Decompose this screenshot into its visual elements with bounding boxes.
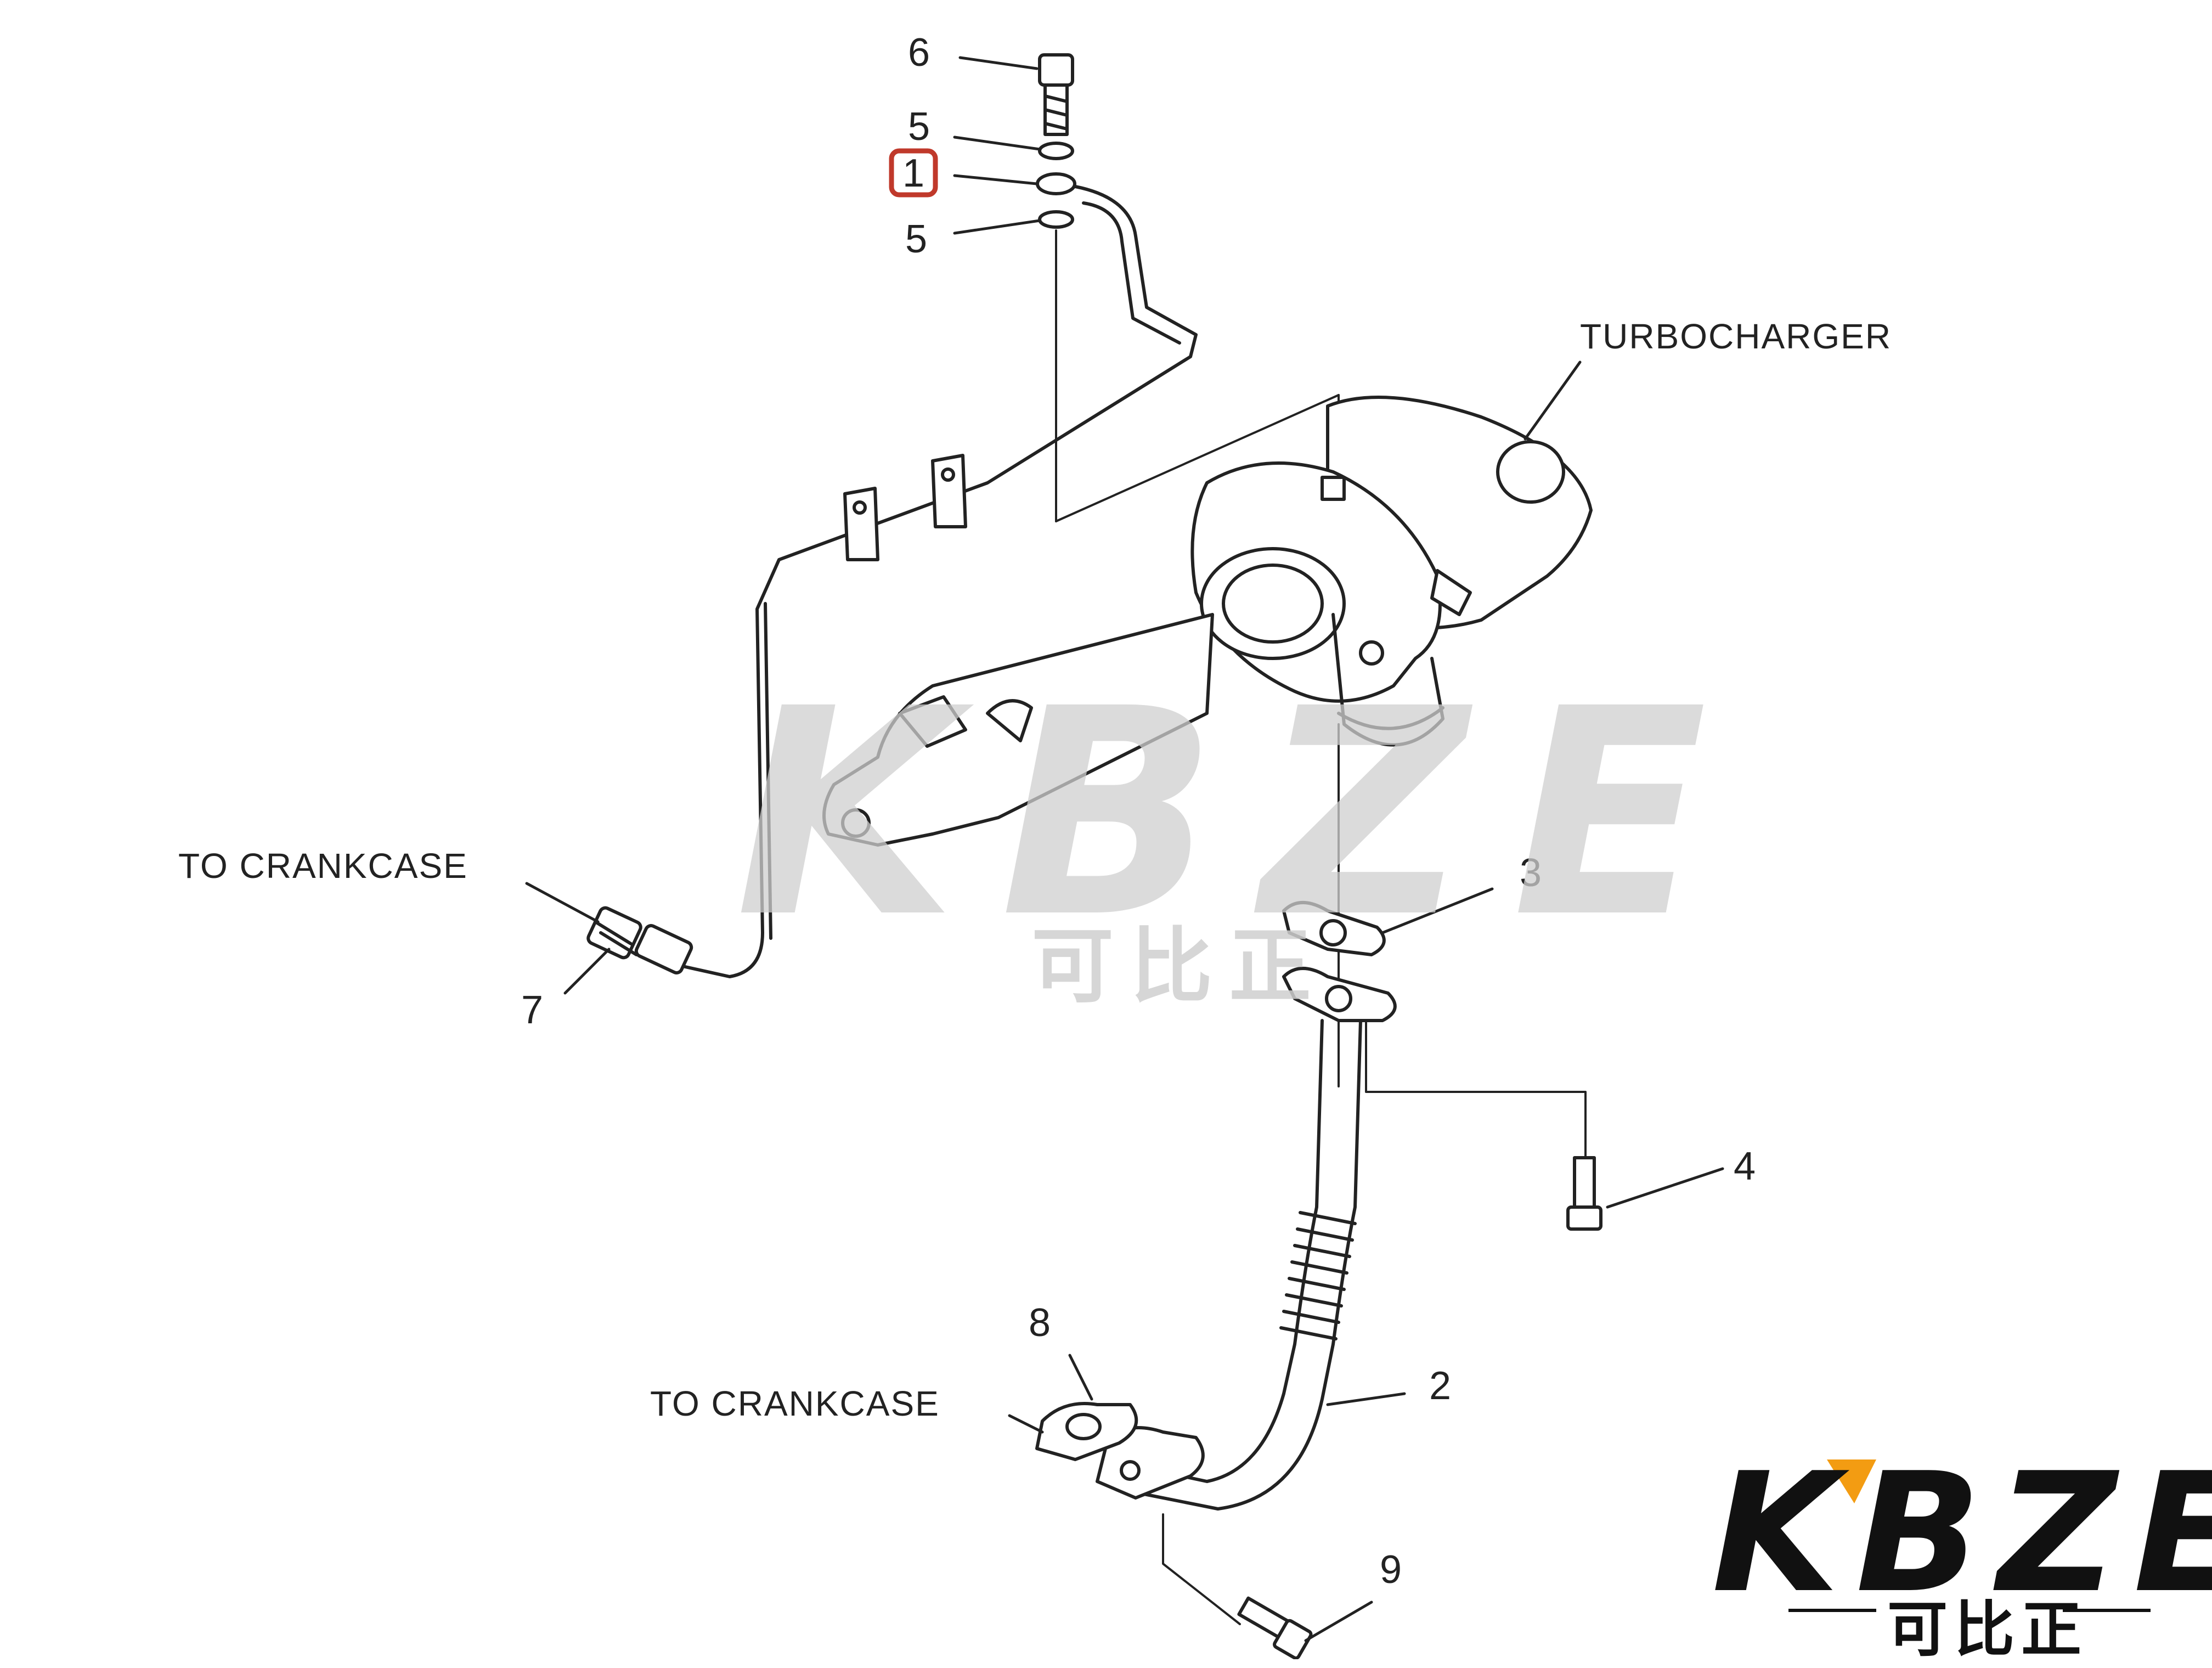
highlight-box-callout-1: [889, 148, 938, 198]
watermark-brand: KBZE: [735, 647, 1751, 980]
gasket-8: [1035, 1402, 1138, 1461]
callout-7: 7: [521, 988, 543, 1032]
logo-rule-right: [2063, 1609, 2151, 1612]
oil-drain-pipe-2: [1096, 1019, 1362, 1511]
bolt-4: [1566, 1156, 1602, 1231]
turbocharger-label: TURBOCHARGER: [1580, 317, 1892, 356]
washer-5-upper: [1038, 142, 1074, 160]
bolt-9-leader-frame: [1162, 1513, 1241, 1625]
turbocharger-unit: [1190, 396, 1593, 747]
leader-frame: [1055, 394, 1340, 522]
callout-2: 2: [1429, 1364, 1451, 1408]
drain-flange-upper: [1282, 967, 1397, 1022]
callout-5-upper: 5: [908, 105, 930, 149]
exhaust-manifold: [822, 613, 1384, 847]
logo-brand-text: KBZE: [1712, 1438, 2212, 1629]
callout-1: 1: [902, 151, 924, 195]
crankcase-label-upper: TO CRANKCASE: [178, 846, 468, 886]
gasket-3: [1282, 901, 1386, 956]
callout-8: 8: [1029, 1301, 1051, 1345]
callout-6: 6: [908, 31, 930, 75]
callout-9: 9: [1380, 1548, 1402, 1592]
callout-leader-lines: [525, 56, 1724, 1642]
bolt-4-leader-frame: [1365, 1019, 1587, 1159]
oil-feed-pipe: [679, 185, 1198, 978]
connector-7: [586, 906, 693, 974]
callout-5-lower: 5: [905, 217, 927, 261]
crankcase-label-lower: TO CRANKCASE: [650, 1384, 940, 1423]
logo-subtitle: 可比正: [1887, 1594, 2088, 1665]
watermark-subtitle: 可比正: [1031, 919, 1328, 1015]
logo-rule-left: [1788, 1609, 1876, 1612]
callout-4: 4: [1734, 1145, 1756, 1188]
bolt-6: [1038, 53, 1074, 136]
callout-3: 3: [1520, 851, 1542, 895]
pipe-bracket-right: [931, 454, 967, 528]
bolt-9: [1237, 1596, 1313, 1659]
